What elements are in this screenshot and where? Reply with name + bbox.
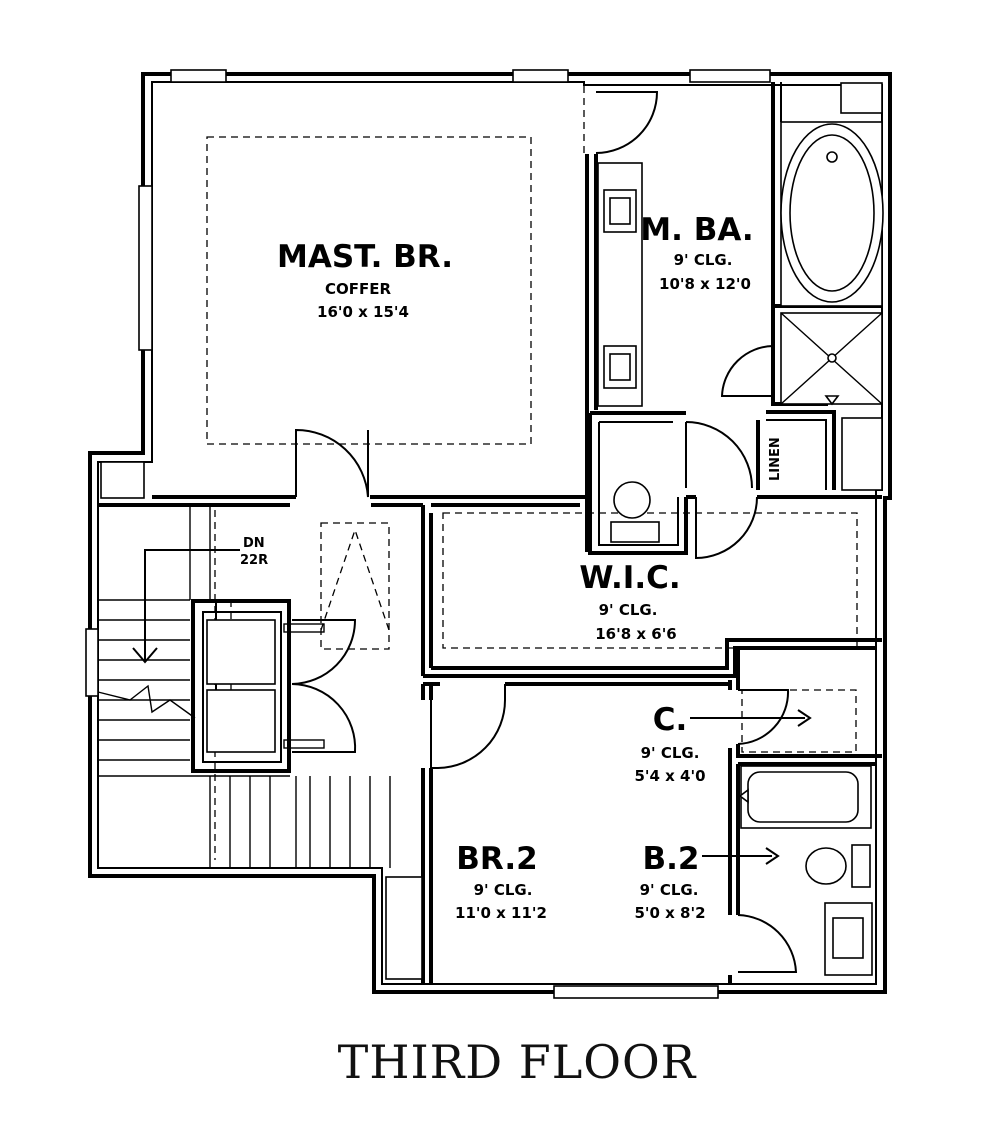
room-name: B.2 xyxy=(643,841,700,877)
stair-direction-label: DN xyxy=(243,536,265,551)
fixtures xyxy=(100,82,884,980)
room-size: 16'0 x 15'4 xyxy=(317,303,409,321)
room-ceiling: 9' CLG. xyxy=(474,881,533,899)
room-closet: C. 9' CLG. 5'4 x 4'0 xyxy=(634,702,705,785)
room-ceiling: 9' CLG. xyxy=(640,881,699,899)
room-size: 10'8 x 12'0 xyxy=(659,275,751,293)
linen-label: LINEN xyxy=(768,437,783,481)
room-walk-in-closet: W.I.C. 9' CLG. 16'8 x 6'6 xyxy=(579,560,680,643)
room-master-bedroom: MAST. BR. COFFER 16'0 x 15'4 xyxy=(277,239,453,321)
room-name: C. xyxy=(653,702,688,738)
room-ceiling: COFFER xyxy=(325,280,391,298)
room-name: W.I.C. xyxy=(579,560,680,596)
staircase: DN 22R xyxy=(97,505,391,868)
stair-risers-label: 22R xyxy=(240,553,268,568)
closet-arrows xyxy=(690,709,812,865)
room-bath-2: B.2 9' CLG. 5'0 x 8'2 xyxy=(634,841,705,922)
room-size: 5'0 x 8'2 xyxy=(634,904,705,922)
room-name: BR.2 xyxy=(456,841,537,877)
floor-title: THIRD FLOOR xyxy=(338,1035,697,1089)
windows xyxy=(85,69,771,999)
exterior-walls xyxy=(88,72,892,994)
room-name: M. BA. xyxy=(640,212,753,248)
room-size: 11'0 x 11'2 xyxy=(455,904,547,922)
doors xyxy=(291,91,798,973)
room-bedroom-2: BR.2 9' CLG. 11'0 x 11'2 xyxy=(455,841,547,922)
room-size: 5'4 x 4'0 xyxy=(634,767,705,785)
room-name: MAST. BR. xyxy=(277,239,453,275)
room-ceiling: 9' CLG. xyxy=(599,601,658,619)
room-master-bath: M. BA. 9' CLG. 10'8 x 12'0 xyxy=(640,212,753,293)
room-ceiling: 9' CLG. xyxy=(641,744,700,762)
room-ceiling: 9' CLG. xyxy=(674,251,733,269)
room-size: 16'8 x 6'6 xyxy=(595,625,677,643)
